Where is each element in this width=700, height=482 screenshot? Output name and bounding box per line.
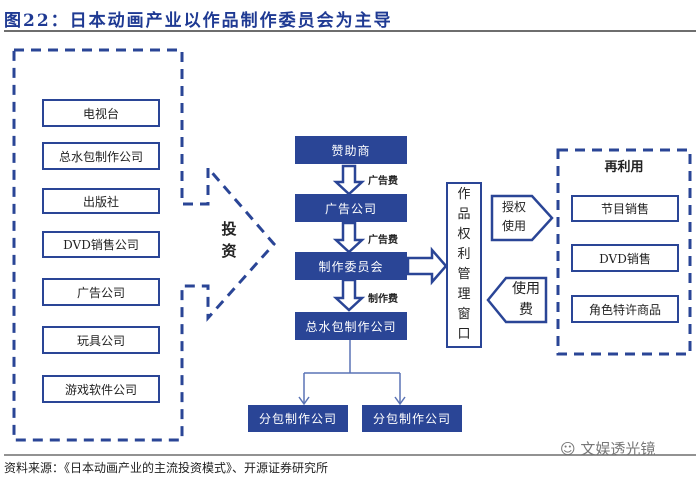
node-subcontractor-2: 分包制作公司 [362,405,462,432]
arrow-ad-to-committee [332,221,366,254]
reuse-title: 再利用 [604,160,644,175]
reuse-group-border [556,148,692,356]
invest-label-char: 资 [221,242,237,260]
investor-ad-agency: 广告公司 [42,278,160,306]
license-label-line: 使用 [501,219,526,233]
wechat-icon: ☺ [560,440,576,458]
rights-window-char: 口 [457,327,471,342]
rights-window-char: 作 [457,187,471,202]
investor-main-production: 总水包制作公司 [42,142,160,170]
fee-label-line: 使用 [512,281,540,297]
investor-toy-company: 玩具公司 [42,326,160,354]
investor-group-border [12,48,276,442]
license-arrow-shape [490,194,554,242]
node-subcontractor-1: 分包制作公司 [248,405,348,432]
fee-label-line: 费 [519,302,533,318]
investor-publisher: 出版社 [42,188,160,214]
subcontract-connector [298,339,406,406]
rights-window-char: 管 [457,267,471,282]
reuse-character-merch: 角色特许商品 [571,295,679,323]
watermark-text: 文娱透光镜 [580,440,656,458]
rights-window-char: 权 [457,227,471,242]
license-label-line: 授权 [501,200,526,214]
reuse-dvd-sales: DVD销售 [571,244,679,272]
invest-label: 投 资 [220,218,238,262]
node-ad-agency: 广告公司 [295,194,407,222]
license-arrow-label: 授权 使用 [494,198,534,236]
fee-arrow-label: 使用 费 [506,279,546,321]
edge-label-ad-fee-2: 广告费 [368,235,398,246]
arrow-sponsor-to-ad [332,164,366,196]
edge-label-ad-fee-1: 广告费 [368,176,398,187]
arrow-committee-to-main [332,278,366,312]
rights-window-char: 利 [457,247,471,262]
rights-window-char: 品 [457,207,471,222]
title-divider [4,30,696,32]
node-main-production: 总水包制作公司 [295,312,407,340]
arrow-committee-to-rights [406,246,448,286]
source-note: 资料来源：《日本动画产业的主流投资模式》、开源证券研究所 [4,461,329,475]
investor-game-company: 游戏软件公司 [42,375,160,403]
reuse-program-sales: 节目销售 [571,195,679,222]
node-production-committee: 制作委员会 [295,252,407,280]
watermark: ☺ 文娱透光镜 [560,438,655,459]
edge-label-production-fee: 制作费 [368,294,398,305]
investor-tv-station: 电视台 [42,99,160,127]
node-sponsor: 赞助商 [295,136,407,164]
investor-dvd-sales: DVD销售公司 [42,231,160,258]
rights-window-char: 窗 [457,307,471,322]
rights-window-char: 理 [457,287,471,302]
fee-arrow-shape [486,276,548,324]
invest-label-char: 投 [221,220,237,238]
figure-title: 图22：日本动画产业以作品制作委员会为主导 [4,11,393,31]
rights-management-window: 作 品 权 利 管 理 窗 口 [446,182,482,348]
